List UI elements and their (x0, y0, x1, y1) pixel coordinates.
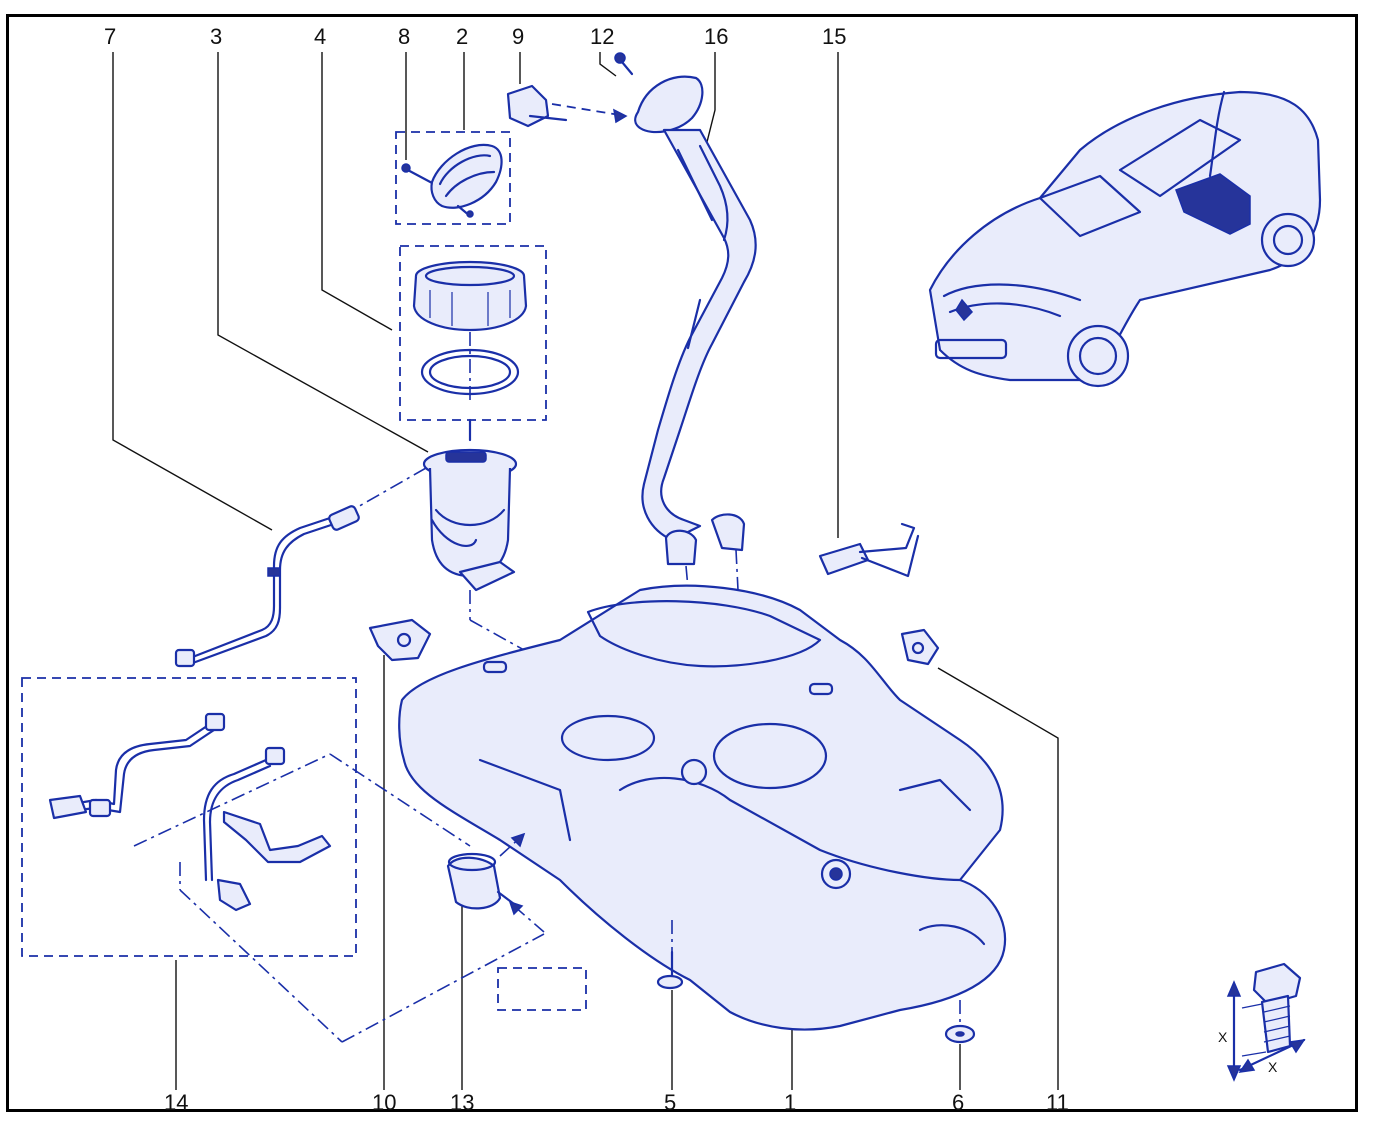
callout-15: 15 (822, 24, 846, 49)
part-2-pressure-regulator (401, 143, 503, 218)
callout-6: 6 (952, 1090, 964, 1115)
part-11-bracket (900, 628, 940, 666)
fuel-line-kit-group-box (21, 677, 357, 957)
callout-9: 9 (512, 24, 524, 49)
callout-2: 2 (456, 24, 468, 49)
callout-3: 3 (210, 24, 222, 49)
callout-14: 14 (164, 1090, 188, 1115)
diagram-frame (6, 14, 1358, 1112)
callout-8: 8 (398, 24, 410, 49)
pressure-regulator-group-box (395, 131, 511, 225)
part-16-filler-neck (634, 75, 757, 591)
part-14-fuel-line-kit (48, 712, 545, 1043)
empty-reference-box (497, 967, 587, 1011)
callout-4: 4 (314, 24, 326, 49)
callout-13: 13 (450, 1090, 474, 1115)
leader-3 (217, 52, 429, 453)
part-10-bracket (368, 618, 432, 662)
part-13-fuel-filter (446, 832, 545, 933)
part-6-washer (944, 1000, 976, 1044)
callout-16: 16 (704, 24, 728, 49)
part-4-locking-ring-and-seal (412, 260, 528, 442)
part-5-mounting-bolt (656, 920, 684, 990)
leader-4 (321, 52, 393, 331)
locking-ring-group-box (399, 245, 547, 421)
callout-1: 1 (784, 1090, 796, 1115)
part-1-fuel-tank (398, 584, 1007, 1031)
part-9-filler-connector (506, 84, 628, 128)
vehicle-location-thumbnail (928, 90, 1322, 388)
part-12-screw (614, 52, 634, 76)
callout-7: 7 (104, 24, 116, 49)
callout-10: 10 (372, 1090, 396, 1115)
leader-16 (704, 52, 716, 151)
leader-lines (112, 52, 1059, 1090)
leader-7 (112, 52, 273, 531)
callout-5: 5 (664, 1090, 676, 1115)
bolt-dimension-symbol: X X (1218, 962, 1306, 1082)
callout-labels: 7 3 4 8 2 9 12 16 15 14 10 13 5 1 6 11 (104, 24, 1069, 1115)
dimension-label-horizontal: X (1268, 1059, 1278, 1075)
leader-12 (599, 52, 617, 77)
part-15-sensor (818, 522, 920, 578)
dimension-label-vertical: X (1218, 1029, 1228, 1045)
callout-11: 11 (1046, 1090, 1069, 1115)
callout-12: 12 (590, 24, 614, 49)
leader-11 (937, 667, 1059, 1090)
part-7-pump-wiring-harness (174, 505, 360, 668)
